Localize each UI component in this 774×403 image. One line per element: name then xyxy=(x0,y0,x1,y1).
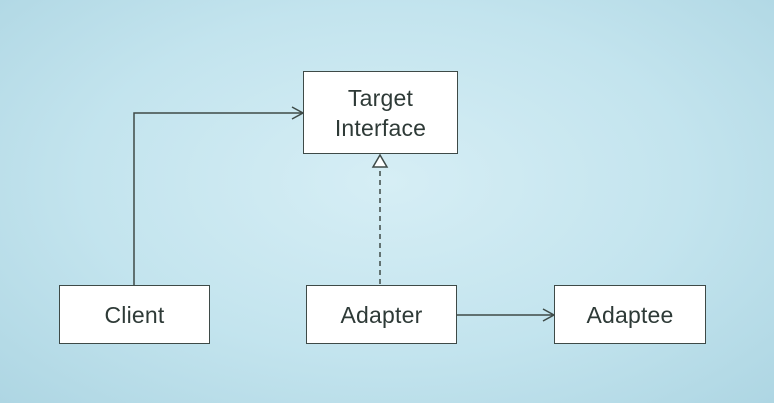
edge-adapter-to-target xyxy=(371,153,389,284)
edge-client-to-target-line xyxy=(133,112,302,285)
adapter-box: Adapter xyxy=(306,285,457,344)
target-interface-label-line2: Interface xyxy=(334,114,427,141)
edge-adapter-to-target-triangle-head xyxy=(371,153,389,168)
adapter-label: Adapter xyxy=(340,301,423,328)
adaptee-box: Adaptee xyxy=(554,285,706,344)
edge-client-to-target xyxy=(133,106,305,285)
target-interface-label: Target Interface xyxy=(335,83,426,143)
adaptee-label: Adaptee xyxy=(586,301,674,328)
edge-adapter-to-adaptee xyxy=(457,308,556,322)
client-label: Client xyxy=(104,301,165,328)
target-interface-box: Target Interface xyxy=(303,71,458,154)
client-box: Client xyxy=(59,285,210,344)
target-interface-label-line1: Target xyxy=(347,84,414,111)
